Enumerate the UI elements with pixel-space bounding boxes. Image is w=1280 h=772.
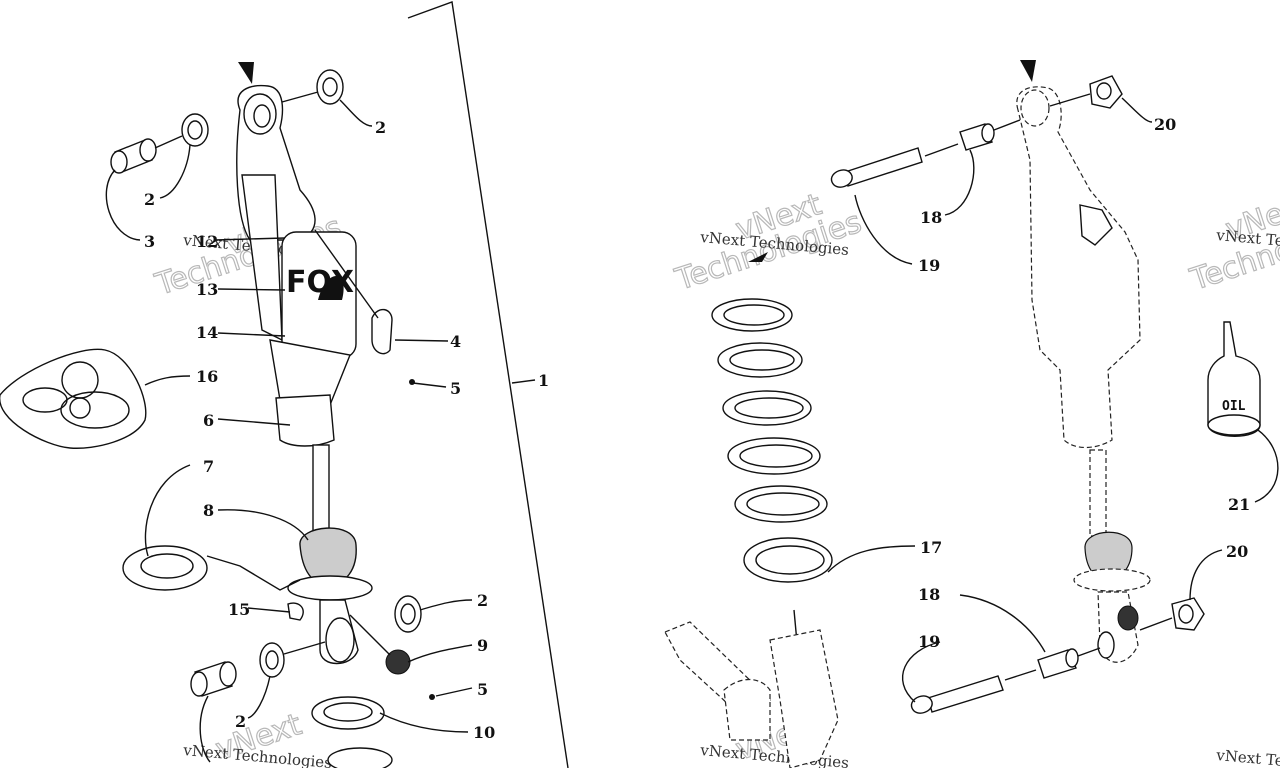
bolt-19-lower bbox=[910, 675, 1004, 714]
lower-eyelet-ring bbox=[325, 617, 355, 663]
svg-text:vNext Technologies: vNext Technologies bbox=[1215, 746, 1280, 768]
lower-ring bbox=[327, 747, 393, 772]
oil-label: OIL bbox=[1222, 399, 1246, 414]
coil-spring-17 bbox=[711, 298, 833, 583]
callout-18: 18 bbox=[920, 208, 942, 227]
decal-kit-16 bbox=[0, 348, 147, 449]
top-eyelet-hole bbox=[253, 104, 271, 128]
callout-2: 2 bbox=[477, 591, 488, 610]
bump-cap bbox=[275, 394, 335, 447]
screw-5-lower bbox=[429, 694, 435, 700]
callout-6: 6 bbox=[203, 411, 214, 430]
callout-2: 2 bbox=[144, 190, 155, 209]
callout-15: 15 bbox=[228, 600, 250, 619]
callouts-left: 1 2 2 2 2 3 4 5 5 6 7 8 9 10 12 13 14 15… bbox=[144, 118, 549, 742]
callout-5: 5 bbox=[450, 379, 461, 398]
bolt-19-upper bbox=[830, 147, 923, 188]
callout-8: 8 bbox=[203, 501, 214, 520]
spring-pointer-icon bbox=[748, 252, 768, 262]
nut-20-upper bbox=[1089, 75, 1123, 109]
bushings-lower bbox=[190, 595, 422, 697]
frame-mount bbox=[664, 621, 839, 769]
reservoir-valve bbox=[1079, 204, 1113, 246]
bushings-upper bbox=[110, 69, 344, 174]
top-eyelet-dashed bbox=[1020, 89, 1050, 127]
callout-5: 5 bbox=[477, 680, 488, 699]
pointer-arrow-icon bbox=[238, 62, 254, 84]
eyelet-ring-right bbox=[1097, 631, 1115, 659]
callout-18: 18 bbox=[918, 585, 940, 604]
callout-2: 2 bbox=[235, 712, 246, 731]
adjuster-knob-right bbox=[1117, 605, 1139, 631]
shaft bbox=[312, 444, 330, 541]
callout-21: 21 bbox=[1228, 495, 1250, 514]
callout-2: 2 bbox=[375, 118, 386, 137]
leader-7-line bbox=[206, 555, 301, 591]
shock-outline-dashed bbox=[1016, 86, 1141, 449]
clip-15 bbox=[287, 602, 304, 621]
callout-13: 13 bbox=[196, 280, 218, 299]
assembly-bracket-line bbox=[407, 1, 569, 769]
callout-17: 17 bbox=[920, 538, 942, 557]
callout-12: 12 bbox=[196, 232, 218, 251]
spring-retainer-7-inner bbox=[140, 553, 194, 579]
callout-9: 9 bbox=[477, 636, 488, 655]
adjuster-knob-9 bbox=[385, 649, 411, 675]
callout-20: 20 bbox=[1226, 542, 1248, 561]
fox-logo-icon bbox=[318, 276, 344, 300]
callout-16: 16 bbox=[196, 367, 218, 386]
lower-spring-seat bbox=[287, 575, 373, 601]
nut-20-lower bbox=[1171, 597, 1205, 631]
left-shock-assembly: FOX bbox=[0, 1, 569, 772]
callout-10: 10 bbox=[473, 723, 495, 742]
right-shock-assembly: OIL 20 20 18 18 19 19 21 bbox=[830, 60, 1279, 714]
leader-lines-right bbox=[854, 97, 1279, 703]
shaft-dashed bbox=[1089, 449, 1107, 537]
callout-19: 19 bbox=[918, 632, 940, 651]
sleeve-18-lower bbox=[1037, 648, 1079, 679]
callout-19: 19 bbox=[918, 256, 940, 275]
callout-7: 7 bbox=[203, 457, 214, 476]
callout-4: 4 bbox=[450, 332, 461, 351]
callouts-right: 20 20 18 18 19 19 21 bbox=[918, 115, 1250, 651]
leader-lines-left bbox=[105, 99, 536, 763]
screw-5-upper bbox=[409, 379, 415, 385]
callout-3: 3 bbox=[144, 232, 155, 251]
callout-14: 14 bbox=[196, 323, 218, 342]
oil-bottle-21: OIL bbox=[1207, 321, 1261, 437]
pointer-arrow-icon bbox=[1020, 60, 1036, 82]
sleeve-18-upper bbox=[959, 123, 995, 151]
callout-1: 1 bbox=[538, 371, 549, 390]
spring-seat-right bbox=[1073, 568, 1151, 592]
callout-20: 20 bbox=[1154, 115, 1176, 134]
lock-ring-10-inner bbox=[323, 702, 373, 722]
spring-assembly: 17 bbox=[664, 252, 942, 769]
adjuster-knob-4 bbox=[371, 308, 393, 355]
